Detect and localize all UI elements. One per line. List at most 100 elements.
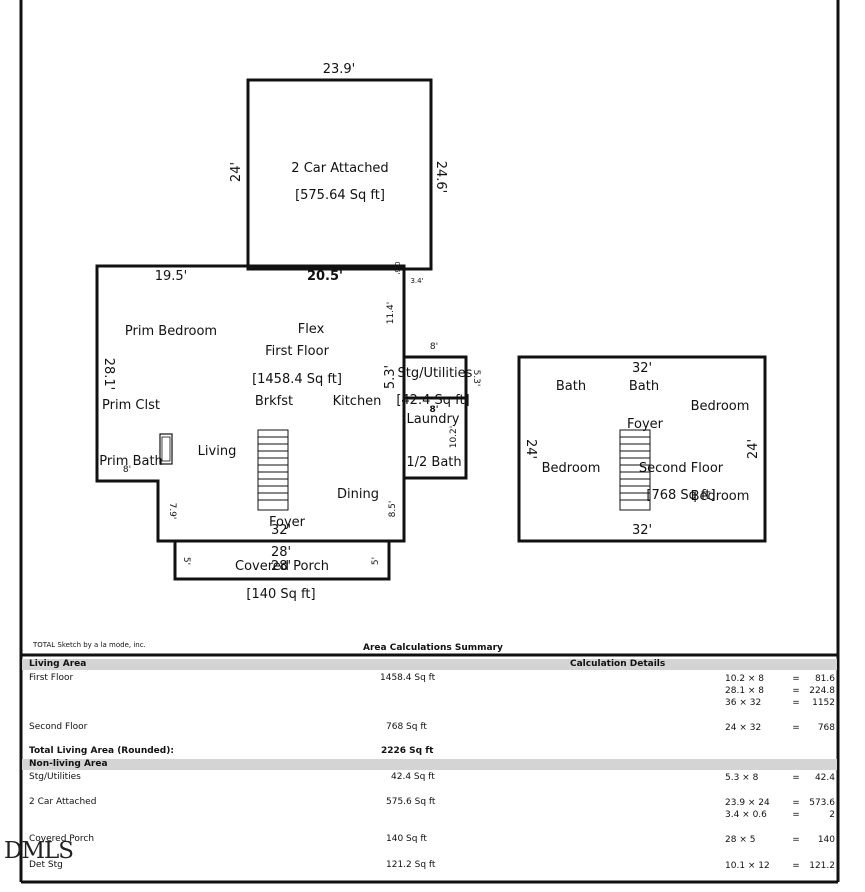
- stairs-icon: [257, 429, 289, 511]
- ff-right-mid-dim: 5.3': [383, 365, 398, 389]
- table-row: 2 Car Attached 575.6 Sq ft 23.9 × 24 = 573…: [22, 797, 837, 823]
- room-prim-clst: Prim Clst: [102, 398, 160, 413]
- calc-eq: =: [792, 773, 800, 783]
- summary-title: Area Calculations Summary: [363, 643, 503, 653]
- room-kitchen: Kitchen: [333, 394, 382, 409]
- calc-eq: =: [792, 835, 800, 845]
- calc-res: 140: [817, 835, 835, 845]
- row-calcs: 10.1 × 12=121.2: [725, 860, 835, 872]
- garage-area: [575.64 Sq ft]: [295, 188, 385, 203]
- table-row: First Floor 1458.4 Sq ft 10.2 × 8=81.6 2…: [22, 673, 837, 713]
- room-brkfst: Brkfst: [255, 394, 293, 409]
- row-name: First Floor: [29, 673, 74, 683]
- row-name: Stg/Utilities: [29, 772, 81, 782]
- calc-res: 81.6: [814, 674, 835, 684]
- storage-right-dim: 5.3': [471, 370, 481, 387]
- row-area: 42.4 Sq ft: [391, 772, 435, 782]
- porch-name: Covered Porch: [235, 559, 329, 574]
- software-credit: TOTAL Sketch by a la mode, inc.: [33, 641, 146, 649]
- porch-top-dim: 28': [271, 545, 291, 560]
- room-foyer: Foyer: [269, 515, 306, 530]
- calc-expr: 28.1 × 8: [725, 686, 765, 696]
- calc-res: 768: [817, 723, 835, 733]
- calc-eq: =: [792, 798, 800, 808]
- storage-outline: [402, 355, 468, 400]
- row-name: 2 Car Attached: [29, 797, 97, 807]
- living-area-band: Living Area Calculation Details: [22, 659, 837, 670]
- total-value: 2226 Sq ft: [381, 746, 434, 756]
- room-flex: Flex: [298, 322, 325, 337]
- calc-res: 573.6: [809, 798, 835, 808]
- ff-top-left-dim: 19.5': [155, 269, 188, 284]
- sf-room-bedroom-3: Bedroom: [691, 489, 750, 504]
- calc-expr: 5.3 × 8: [725, 773, 759, 783]
- sf-room-bedroom-2: Bedroom: [542, 461, 601, 476]
- total-label: Total Living Area (Rounded):: [29, 746, 174, 756]
- nonliving-header: Non-living Area: [29, 759, 108, 769]
- row-calcs: 28 × 5 = 140: [725, 834, 835, 846]
- porch-bottom-dim: 28': [271, 559, 291, 574]
- total-row: Total Living Area (Rounded): 2226 Sq ft: [22, 746, 837, 759]
- row-area: 140 Sq ft: [386, 834, 427, 844]
- row-area: 575.6 Sq ft: [386, 797, 436, 807]
- calc-expr: 24 × 32: [725, 723, 762, 733]
- sf-right-dim: 24': [746, 439, 761, 459]
- ff-right-lower-dim: 8.5': [388, 501, 398, 518]
- room-prim-bedroom: Prim Bedroom: [125, 324, 217, 339]
- calc-res: 224.8: [809, 686, 835, 696]
- room-living: Living: [198, 444, 237, 459]
- first-floor-name: First Floor: [265, 344, 329, 359]
- row-calcs: 23.9 × 24=573.6 3.4 × 0.6=2: [725, 797, 835, 821]
- calc-eq: =: [792, 861, 800, 871]
- calc-res: 2: [829, 810, 835, 820]
- calc-eq: =: [792, 674, 800, 684]
- room-half-bath: 1/2 Bath: [406, 455, 461, 470]
- garage-corner-dim-b: 3.4': [410, 277, 423, 285]
- sf-room-bath-2: Bath: [629, 379, 659, 394]
- calc-expr: 23.9 × 24: [725, 798, 770, 808]
- calc-expr: 28 × 5: [725, 835, 756, 845]
- porch-right-dim: 5': [371, 557, 381, 565]
- living-area-header: Living Area: [29, 659, 87, 669]
- calc-eq: =: [792, 698, 800, 708]
- area-summary-table: Living Area Calculation Details First Fl…: [22, 655, 837, 880]
- sf-room-bedroom-1: Bedroom: [691, 399, 750, 414]
- table-row: Stg/Utilities 42.4 Sq ft 5.3 × 8 = 42.4: [22, 772, 837, 786]
- prim-bath-dim: 8': [123, 465, 131, 475]
- ff-left-lower-dim: 7.9': [167, 503, 177, 520]
- nonliving-band: Non-living Area: [22, 759, 837, 770]
- porch-outline: [173, 539, 391, 581]
- garage-outline: [246, 78, 433, 271]
- ff-top-right-dim: 20.5': [307, 269, 343, 284]
- bathtub-icon: [159, 433, 173, 465]
- calc-expr: 3.4 × 0.6: [725, 810, 767, 820]
- room-laundry: Laundry: [407, 412, 460, 427]
- sf-bottom-dim: 32': [632, 523, 652, 538]
- storage-area: [42.4 Sq ft]: [396, 393, 469, 408]
- room-dining: Dining: [337, 487, 379, 502]
- garage-corner-dim-a: 0.6': [393, 261, 401, 274]
- calc-expr: 36 × 32: [725, 698, 762, 708]
- sf-top-dim: 32': [632, 361, 652, 376]
- sf-room-foyer: Foyer: [627, 417, 664, 432]
- porch-left-dim: 5': [181, 557, 191, 565]
- calc-eq: =: [792, 686, 800, 696]
- row-name: Det Stg: [29, 860, 63, 870]
- calc-res: 42.4: [814, 773, 835, 783]
- ff-bottom-dim: 32': [271, 523, 291, 538]
- row-area: 768 Sq ft: [386, 722, 427, 732]
- storage-name: Stg/Utilities: [398, 366, 473, 381]
- sf-left-dim: 24': [523, 439, 538, 459]
- row-name: Covered Porch: [29, 834, 95, 844]
- first-floor-area: [1458.4 Sq ft]: [252, 372, 342, 387]
- row-calcs: 5.3 × 8 = 42.4: [725, 772, 835, 784]
- row-calcs: 24 × 32=768: [725, 722, 835, 734]
- calc-expr: 10.1 × 12: [725, 861, 770, 871]
- stairs-icon: [619, 429, 651, 511]
- garage-left-dim: 24': [229, 162, 244, 182]
- garage-name: 2 Car Attached: [291, 161, 388, 176]
- garage-top-dim: 23.9': [323, 62, 356, 77]
- row-calcs: 10.2 × 8=81.6 28.1 × 8=224.8 36 × 32=115…: [725, 673, 835, 709]
- second-floor-name: Second Floor: [639, 461, 724, 476]
